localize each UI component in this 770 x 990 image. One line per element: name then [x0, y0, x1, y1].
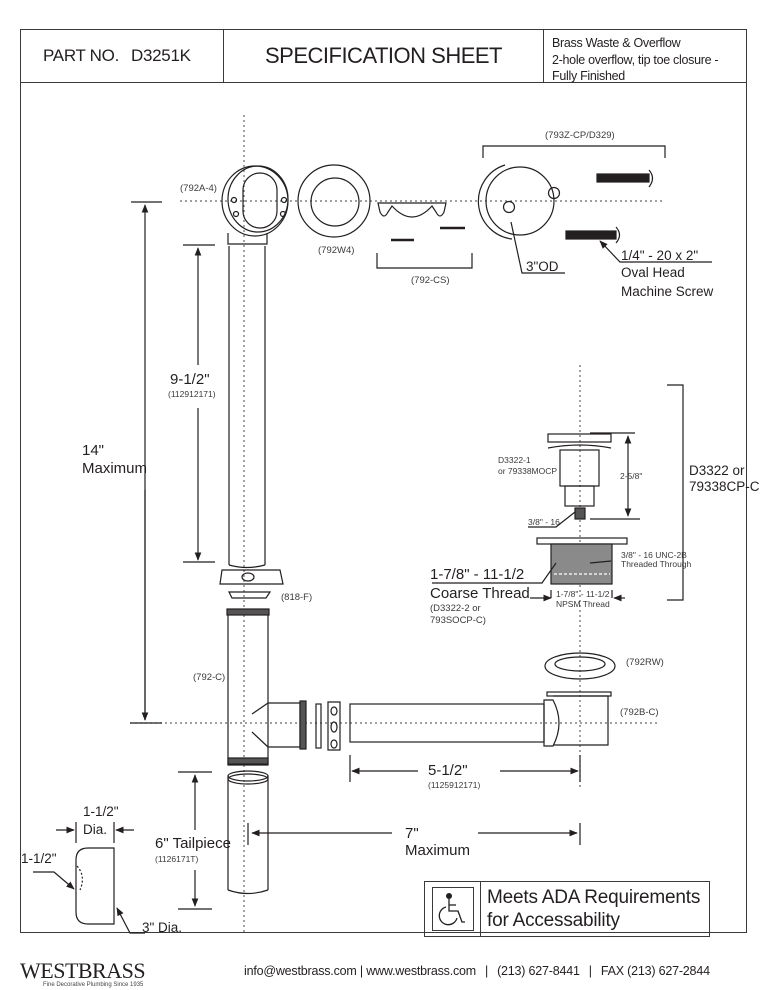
overflow-tube-part: (112912171): [168, 389, 216, 399]
gasket-part: [297, 164, 371, 238]
tailpiece-dimension: 6" Tailpiece: [155, 835, 231, 852]
cross-section-detail: [33, 822, 145, 934]
callout-clip-set: (792-CS): [411, 275, 450, 286]
callout-gasket: (792W4): [318, 245, 355, 256]
part-label: PART NO.: [43, 46, 120, 65]
spec-header: PART NO. D3251K SPECIFICATION SHEET Bras…: [20, 29, 747, 83]
separator: |: [588, 964, 592, 978]
description-line: Brass Waste & Overflow: [552, 36, 681, 50]
assembly-part-line-1: D3322 or: [689, 463, 745, 478]
screw-spec-line-2: Oval Head: [621, 265, 685, 280]
assembly-part-line-2: 79338CP-C: [689, 479, 760, 494]
phone-number: (213) 627-8441: [497, 964, 580, 978]
brand-logo: WESTBRASS: [20, 958, 146, 983]
stopper-cap-part-line-2: or 79338MOCP: [498, 466, 558, 476]
wheelchair-accessibility-icon: [431, 887, 474, 931]
faceplate-part: [477, 145, 712, 274]
part-number: D3251K: [131, 46, 191, 65]
ada-icon-cell: [425, 882, 481, 936]
fax-number: FAX (213) 627-2844: [600, 964, 710, 978]
stopper-height-label: 2-5/8": [620, 471, 643, 481]
overall-width-note: Maximum: [405, 842, 471, 859]
hole-depth-label: 1-1/2": [21, 851, 57, 866]
stopper-cap-part-line-1: D3322-1: [498, 455, 531, 465]
body-thread-line-1: 3/8" - 16 UNC-2B: [621, 550, 687, 560]
description-line: Fully Finished: [552, 69, 625, 83]
faceplate-od-label: 3"OD: [526, 259, 559, 274]
callout-shoe: (792B-C): [620, 707, 659, 718]
part-number-cell: PART NO. D3251K: [21, 30, 224, 82]
tailpiece-part: (1126171T): [155, 854, 199, 864]
body-part-line-2: 793SOCP-C): [430, 615, 486, 626]
overflow-tube-dimension: 9-1/2": [170, 371, 210, 388]
hole-dia-line-2: Dia.: [83, 822, 108, 837]
contact-info: info@westbrass.com | www.westbrass.com|(…: [244, 964, 710, 978]
clip-part: [376, 202, 473, 269]
ada-text: Meets ADA Requirements for Accessability: [481, 882, 700, 936]
overflow-elbow-part: [221, 165, 289, 569]
overall-width-dimension: 7": [405, 825, 419, 842]
wheelchair-icon: [438, 893, 465, 926]
coarse-thread-line-2: Coarse Thread: [430, 585, 530, 602]
stem-thread-label: 3/8" - 16: [528, 517, 560, 527]
callout-rubber-washer: (792RW): [626, 657, 664, 668]
shoe-tube-part: (1125912171): [428, 780, 481, 790]
body-thread-line-2: Threaded Through: [621, 559, 692, 569]
coupling-nut-part: [219, 569, 284, 599]
overall-height-dimension: 14": [82, 442, 105, 459]
callout-washer: (818-F): [281, 592, 313, 603]
overall-height-note: Maximum: [82, 460, 148, 477]
ada-line: Meets ADA Requirements: [487, 887, 701, 908]
sheet-title: SPECIFICATION SHEET: [224, 30, 544, 82]
callout-tee: (792-C): [193, 672, 226, 683]
npsm-line-1: 1-7/8" - 11-1/2: [556, 589, 610, 599]
screw-spec-line-1: 1/4" - 20 x 2": [621, 248, 699, 263]
callout-faceplate-set: (793Z-CP/D329): [545, 130, 615, 141]
coarse-thread-line-1: 1-7/8" - 11-1/2: [430, 566, 525, 583]
callout-overflow-elbow: (792A-4): [180, 183, 217, 194]
product-description: Brass Waste & Overflow 2-hole overflow, …: [544, 30, 746, 83]
hole-dia-line-1: 1-1/2": [83, 804, 119, 819]
tee-part: [226, 608, 341, 766]
description-line: 2-hole overflow, tip toe closure -: [552, 52, 719, 67]
separator: |: [485, 964, 489, 978]
website-link[interactable]: www.westbrass.com: [366, 964, 477, 978]
email-link[interactable]: info@westbrass.com: [244, 964, 357, 978]
stopper-cap-part: [528, 384, 684, 601]
ada-badge: Meets ADA Requirements for Accessability: [424, 881, 710, 937]
npsm-line-2: NPSM Thread: [556, 599, 610, 609]
shoe-part: [349, 652, 616, 747]
body-part-line-1: (D3322-2 or: [430, 603, 481, 614]
drain-body-part: [432, 537, 628, 602]
ada-line: for Accessability: [487, 910, 620, 931]
brand-tagline: Fine Decorative Plumbing Since 1935: [43, 982, 144, 988]
separator: |: [356, 964, 367, 978]
tub-dia-label: 3" Dia.: [142, 920, 183, 935]
shoe-tube-dimension: 5-1/2": [428, 762, 468, 779]
dimension-lines: [130, 201, 581, 910]
screw-spec-line-3: Machine Screw: [621, 284, 714, 299]
